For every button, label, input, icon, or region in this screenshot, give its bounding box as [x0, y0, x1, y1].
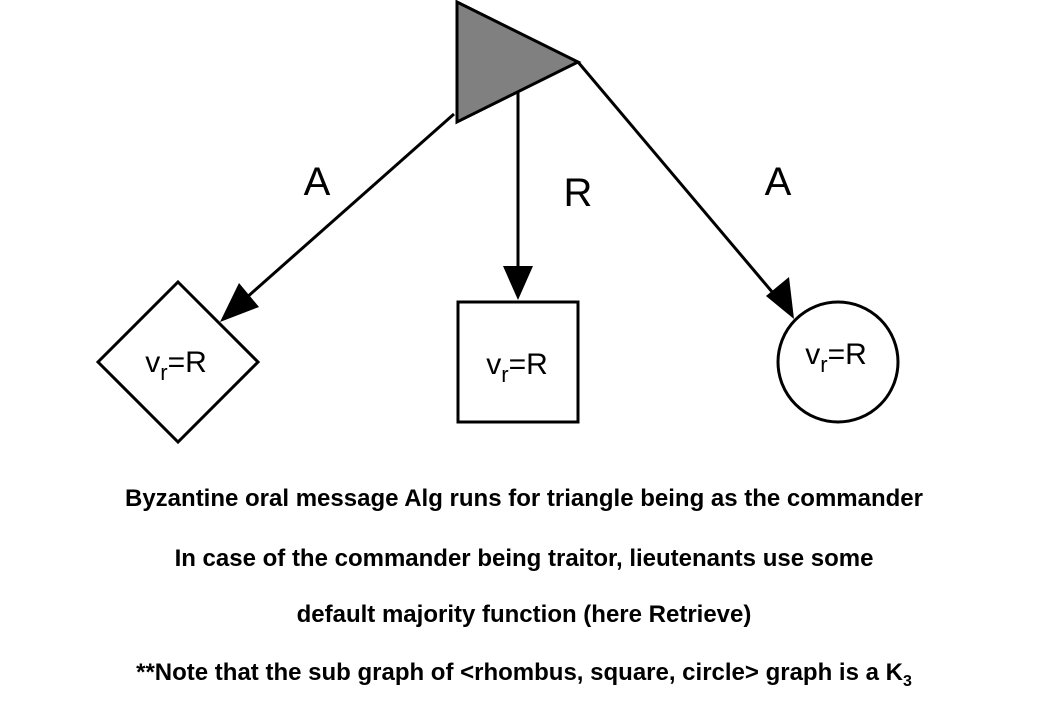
rhombus-shape	[95, 279, 261, 445]
arrowhead-square	[503, 266, 533, 300]
edge-label-middle: R	[564, 171, 593, 215]
edge-label-right: A	[765, 160, 792, 204]
arrowhead-rhombus	[220, 283, 259, 322]
caption-line-2: In case of the commander being traitor, …	[174, 545, 874, 572]
edge-label-left: A	[304, 160, 331, 204]
rhombus-node: vr=R	[95, 279, 261, 445]
edge-to-square	[503, 90, 533, 300]
caption-note-text: **Note that the sub graph of <rhombus, s…	[136, 659, 903, 686]
edge-to-rhombus	[220, 112, 455, 322]
rhombus-label: vr=R	[145, 346, 207, 385]
caption-line-3: default majority function (here Retrieve…	[296, 601, 752, 628]
square-shape	[456, 300, 580, 424]
commander-triangle	[455, 0, 582, 125]
caption-note-subscript: 3	[902, 673, 912, 690]
byzantine-diagram: A R A vr=R vr=R vr=R	[95, 0, 900, 445]
circle-label: vr=R	[805, 338, 867, 377]
square-node: vr=R	[456, 300, 580, 424]
caption-line-1: Byzantine oral message Alg runs for tria…	[125, 485, 923, 512]
square-label: vr=R	[486, 348, 548, 387]
edge-to-circle	[576, 61, 794, 319]
arrowhead-circle	[766, 277, 794, 319]
circle-node: vr=R	[776, 300, 900, 424]
circle-shape	[776, 300, 900, 424]
caption-line-4: **Note that the sub graph of <rhombus, s…	[0, 659, 1048, 691]
